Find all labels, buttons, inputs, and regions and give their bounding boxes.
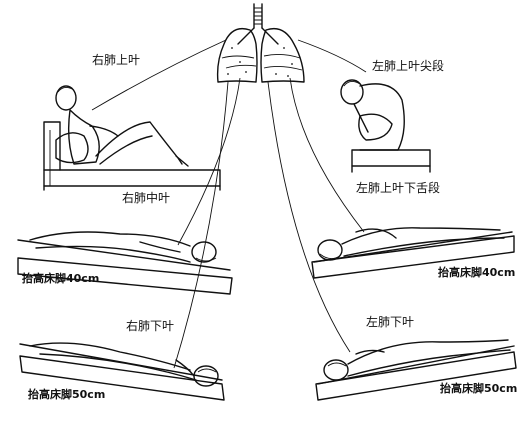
- connector-left-lower: [267, 81, 351, 353]
- connector-lines: [91, 39, 367, 369]
- caption-elevate-40-left: 抬高床脚40cm: [22, 271, 99, 285]
- figure-right-upper-lobe: [43, 85, 221, 191]
- figure-left-upper-apical: [340, 79, 431, 173]
- caption-elevate-50-right: 抬高床脚50cm: [440, 381, 517, 395]
- figure-right-middle-lobe: [17, 231, 233, 295]
- caption-elevate-50-left: 抬高床脚50cm: [28, 387, 105, 401]
- connector-right-upper: [91, 39, 227, 111]
- connector-left-lingular: [289, 77, 365, 233]
- connector-right-lower: [173, 81, 229, 369]
- connector-left-upper-apical: [297, 39, 367, 73]
- left-lung: [260, 27, 305, 83]
- figure-left-upper-lingular: [311, 227, 515, 279]
- label-right-upper-lobe: 右肺上叶: [92, 52, 140, 67]
- label-left-lower-lobe: 左肺下叶: [366, 314, 414, 329]
- figure-right-lower-lobe: [19, 342, 225, 401]
- label-right-lower-lobe: 右肺下叶: [126, 318, 174, 333]
- caption-elevate-40-right: 抬高床脚40cm: [438, 265, 515, 279]
- connector-right-middle: [177, 77, 241, 246]
- label-right-middle-lobe: 右肺中叶: [122, 190, 170, 205]
- label-left-upper-lingular: 左肺上叶下舌段: [356, 180, 440, 195]
- lungs-illustration: [216, 3, 305, 83]
- figure-left-lower-lobe: [315, 339, 517, 401]
- label-left-upper-apical: 左肺上叶尖段: [372, 58, 444, 73]
- right-lung: [216, 27, 258, 83]
